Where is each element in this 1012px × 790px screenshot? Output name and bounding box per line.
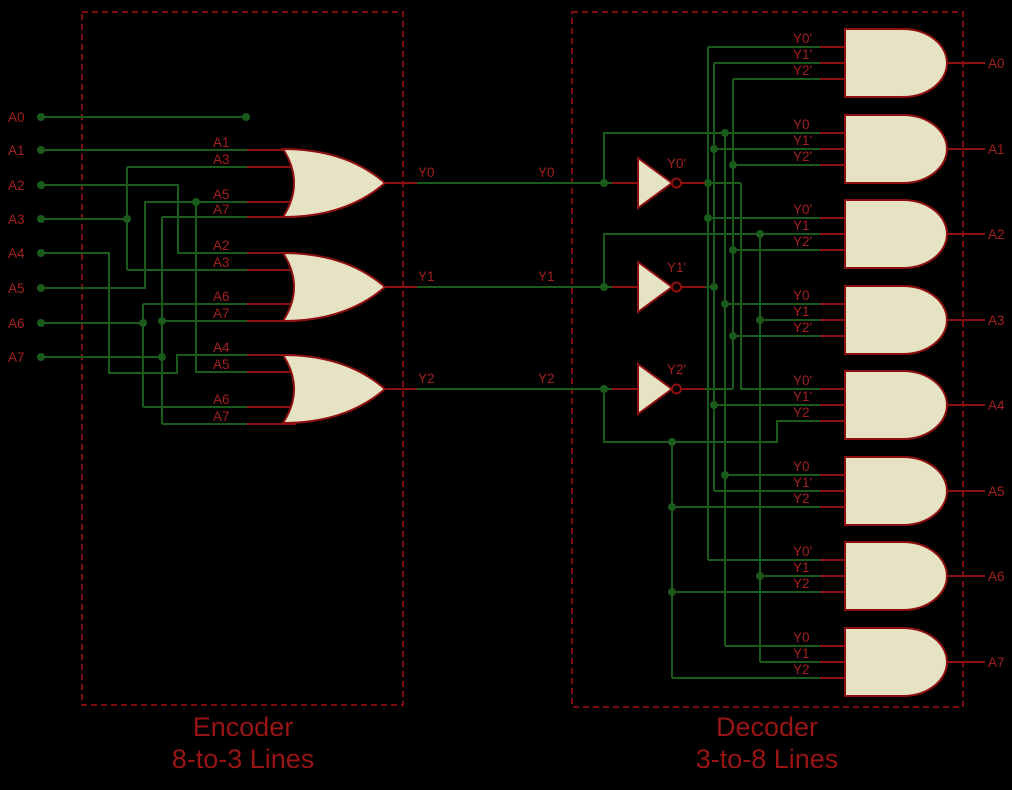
inverter-label-y1n: Y1' <box>667 260 686 275</box>
inverter-label-y0n: Y0' <box>667 156 686 171</box>
and6-pin-label: Y2 <box>793 576 810 591</box>
input-label-a2: A2 <box>8 178 25 193</box>
input-label-a6: A6 <box>8 316 25 331</box>
input-label-a4: A4 <box>8 246 25 261</box>
and5-pin-label: Y2 <box>793 491 810 506</box>
bus-labels: Y0 Y1 Y2 Y0 Y1 Y2 <box>418 165 555 386</box>
and-gate-a3[interactable] <box>844 285 948 355</box>
pin-stubs <box>247 46 985 679</box>
inverter-y2[interactable] <box>637 362 682 416</box>
and0-pin-label: Y1' <box>793 47 812 62</box>
and-gate-a6[interactable] <box>844 541 948 611</box>
and-gate-a0[interactable] <box>844 28 948 98</box>
or2-pin-label: A5 <box>213 357 230 372</box>
or0-pin-label: A1 <box>213 135 230 150</box>
and-gate-a1[interactable] <box>844 114 948 184</box>
output-label-a0: A0 <box>988 56 1005 71</box>
y0-label-right: Y0 <box>538 165 555 180</box>
and3-pin-label: Y0 <box>793 288 810 303</box>
and1-pin-label: Y2' <box>793 149 812 164</box>
y2-label-left: Y2 <box>418 371 435 386</box>
and-gate-a4[interactable] <box>844 370 948 440</box>
or2-pin-label: A7 <box>213 409 230 424</box>
or1-pin-label: A2 <box>213 238 230 253</box>
and3-pin-label: Y2' <box>793 320 812 335</box>
and3-pin-label: Y1 <box>793 304 810 319</box>
decoder-boundary-box <box>571 11 964 708</box>
output-label-a5: A5 <box>988 484 1005 499</box>
y1-label-right: Y1 <box>538 269 555 284</box>
or-gate-pin-labels: A1 A3 A5 A7 A2 A3 A6 A7 A4 A5 A6 A7 <box>213 135 230 424</box>
input-label-a3: A3 <box>8 212 25 227</box>
or1-pin-label: A3 <box>213 255 230 270</box>
and0-pin-label: Y2' <box>793 63 812 78</box>
encoder-subtitle: 8-to-3 Lines <box>172 744 315 774</box>
input-label-a0: A0 <box>8 110 25 125</box>
or-gates <box>281 147 387 425</box>
and-gates <box>844 28 948 697</box>
decoder-subtitle: 3-to-8 Lines <box>696 744 839 774</box>
and5-pin-label: Y1' <box>793 475 812 490</box>
or1-pin-label: A6 <box>213 289 230 304</box>
and2-pin-label: Y1 <box>793 218 810 233</box>
y0-label-left: Y0 <box>418 165 435 180</box>
bus-wires <box>417 182 612 390</box>
or0-pin-label: A3 <box>213 152 230 167</box>
and5-pin-label: Y0 <box>793 459 810 474</box>
inverters <box>637 156 682 416</box>
decoder-output-labels: A0 A1 A2 A3 A4 A5 A6 A7 <box>988 56 1005 670</box>
or0-pin-label: A7 <box>213 202 230 217</box>
y1-label-left: Y1 <box>418 269 435 284</box>
and1-pin-label: Y1' <box>793 133 812 148</box>
and4-pin-label: Y1' <box>793 389 812 404</box>
or0-pin-label: A5 <box>213 187 230 202</box>
inverter-y1[interactable] <box>637 260 682 314</box>
decoder-wires <box>603 46 820 679</box>
or-gate-y1[interactable] <box>281 251 387 323</box>
and0-pin-label: Y0' <box>793 31 812 46</box>
and4-pin-label: Y0' <box>793 373 812 388</box>
or-gate-y2[interactable] <box>281 353 387 425</box>
or-gate-y0[interactable] <box>281 147 387 219</box>
decoder-title: Decoder <box>716 712 818 742</box>
encoder-input-labels: A0 A1 A2 A3 A4 A5 A6 A7 <box>8 110 25 365</box>
inverter-labels: Y0' Y1' Y2' <box>667 156 686 377</box>
output-label-a7: A7 <box>988 655 1005 670</box>
encoder-boundary-box <box>81 11 404 706</box>
and1-pin-label: Y0 <box>793 117 810 132</box>
output-label-a4: A4 <box>988 398 1005 413</box>
inverter-label-y2n: Y2' <box>667 362 686 377</box>
and7-pin-label: Y0 <box>793 630 810 645</box>
and-gate-a5[interactable] <box>844 456 948 526</box>
and-gate-a2[interactable] <box>844 199 948 269</box>
input-label-a1: A1 <box>8 143 25 158</box>
and2-pin-label: Y0' <box>793 202 812 217</box>
and-gate-pin-labels: Y0' Y1' Y2' Y0 Y1' Y2' Y0' Y1 Y2' Y0 Y1 … <box>793 31 812 677</box>
or1-pin-label: A7 <box>213 306 230 321</box>
or2-pin-label: A4 <box>213 340 230 355</box>
output-label-a6: A6 <box>988 569 1005 584</box>
output-label-a2: A2 <box>988 227 1005 242</box>
y2-label-right: Y2 <box>538 371 555 386</box>
encoder-title: Encoder <box>193 712 294 742</box>
and4-pin-label: Y2 <box>793 405 810 420</box>
input-label-a7: A7 <box>8 350 25 365</box>
and-gate-a7[interactable] <box>844 627 948 697</box>
block-titles: Encoder 8-to-3 Lines Decoder 3-to-8 Line… <box>172 712 839 774</box>
input-label-a5: A5 <box>8 281 25 296</box>
output-label-a1: A1 <box>988 142 1005 157</box>
inverter-y0[interactable] <box>637 156 682 210</box>
output-label-a3: A3 <box>988 313 1005 328</box>
junction-dots <box>37 113 764 596</box>
and2-pin-label: Y2' <box>793 234 812 249</box>
and7-pin-label: Y2 <box>793 662 810 677</box>
and6-pin-label: Y0' <box>793 544 812 559</box>
and6-pin-label: Y1 <box>793 560 810 575</box>
or2-pin-label: A6 <box>213 392 230 407</box>
and7-pin-label: Y1 <box>793 646 810 661</box>
